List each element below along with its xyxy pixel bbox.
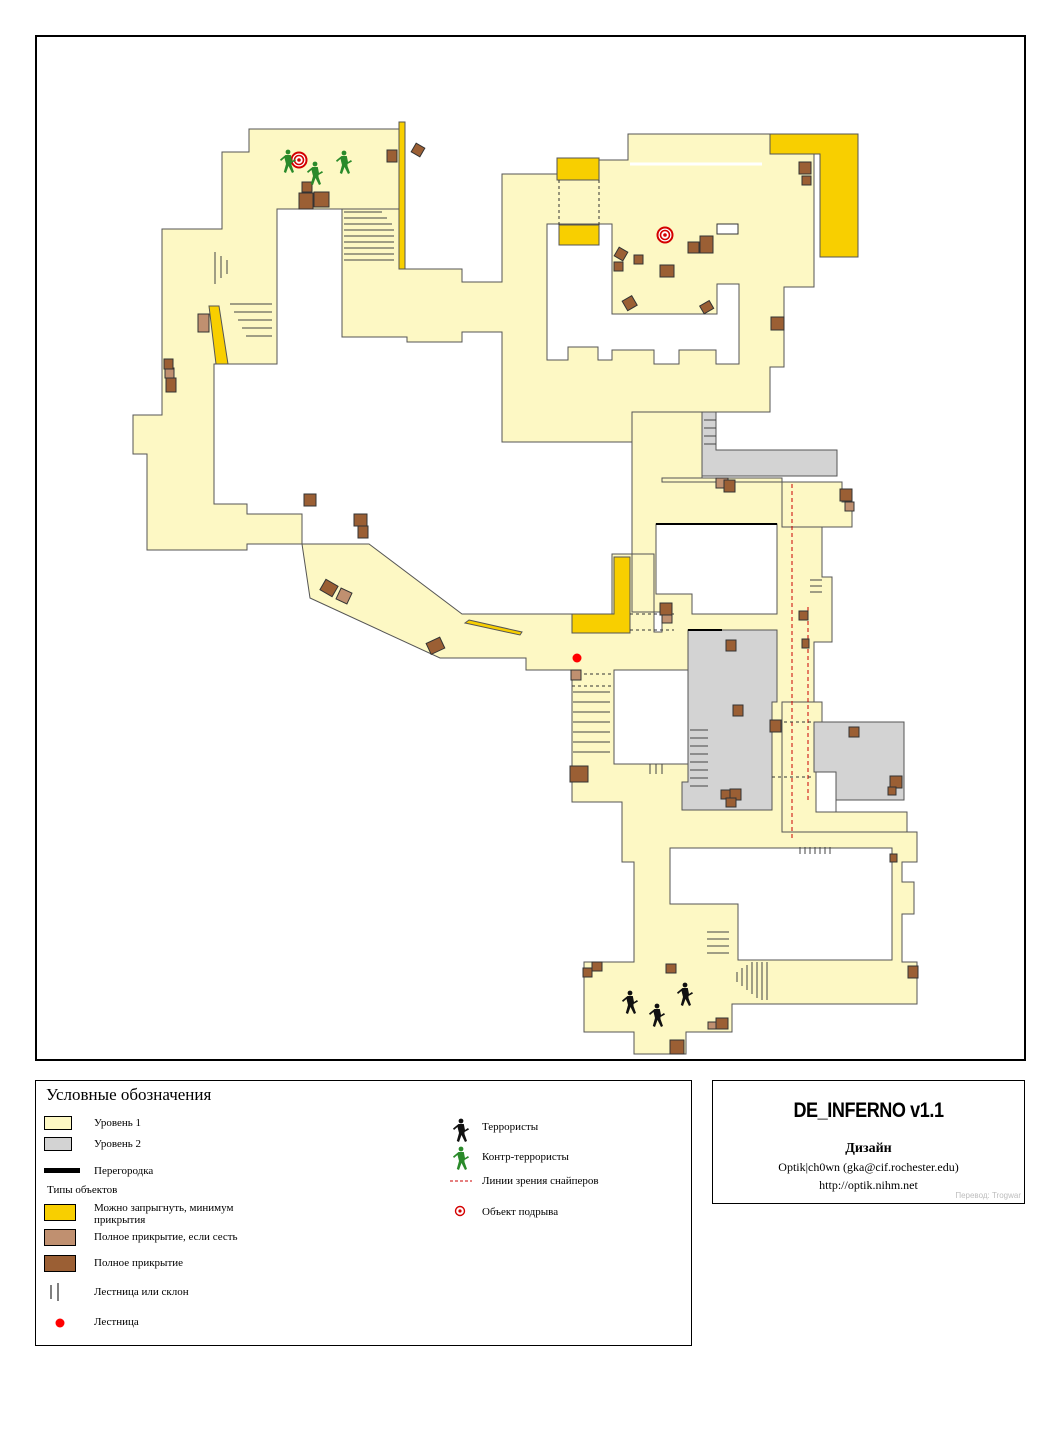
terrorists-label: Террористы — [482, 1121, 539, 1133]
counter-terrorists-label: Контр-террористы — [482, 1151, 569, 1163]
area-south-east — [781, 701, 908, 833]
jump-cover-label-line2: прикрытия — [94, 1214, 146, 1226]
walls — [630, 162, 777, 631]
wall-swatch — [44, 1168, 80, 1173]
jump-cover-label-line1: Можно запрыгнуть, минимум — [94, 1202, 234, 1214]
author-line: Optik|ch0wn (gka@cif.rochester.edu) — [778, 1160, 959, 1174]
area-south-plaza — [669, 847, 893, 961]
bomb-target-icon — [656, 226, 674, 244]
ladder-label: Лестница — [94, 1316, 139, 1328]
sniper-line-icon — [450, 1180, 472, 1182]
level1-floor — [132, 128, 918, 1055]
full-cover-label: Полное прикрытие — [94, 1257, 184, 1269]
stairs-label: Лестница или склон — [94, 1286, 189, 1298]
translation-credit: Перевод: Trogwar — [955, 1191, 1021, 1200]
full-covers — [163, 142, 919, 1055]
bomb-site-label: Объект подрыва — [482, 1206, 559, 1218]
stairs-icon — [50, 1283, 59, 1301]
level2-floor — [681, 411, 905, 811]
ladder-dot-icon — [572, 653, 582, 663]
credits-panel: DE_INFERNO v1.1 Дизайн Optik|ch0wn (gka@… — [712, 1080, 1025, 1204]
stairs-icon — [214, 211, 831, 1000]
area-north-west — [132, 128, 400, 551]
ladder-dot-icon — [55, 1318, 65, 1328]
legend-panel: Условные обозначения Уровень 1 Уровень 2… — [35, 1080, 692, 1346]
jump-covers — [208, 121, 859, 636]
jump-cover-label: Можно запрыгнуть, минимум прикрытия — [94, 1202, 233, 1226]
crouch-covers — [164, 313, 855, 1030]
design-label: Дизайн — [845, 1141, 892, 1156]
jump-cover-swatch — [44, 1204, 76, 1221]
map-title: DE_INFERNO v1.1 — [793, 1099, 944, 1122]
map-canvas — [132, 121, 919, 1055]
bomb-target-icon — [454, 1205, 466, 1217]
url-line: http://optik.nihm.net — [819, 1178, 918, 1192]
terrorist-icon — [453, 1118, 469, 1142]
level2-label: Уровень 2 — [94, 1138, 141, 1150]
legend-title: Условные обозначения — [46, 1085, 212, 1104]
crouch-cover-label: Полное прикрытие, если сесть — [94, 1231, 238, 1243]
level2-swatch — [44, 1137, 72, 1151]
map-frame — [35, 35, 1026, 1061]
full-cover-swatch — [44, 1255, 76, 1272]
sniper-lines-label: Линии зрения снайперов — [482, 1175, 599, 1187]
counter-terrorist-icon — [453, 1146, 469, 1170]
level1-swatch — [44, 1116, 72, 1130]
wall-label: Перегородка — [94, 1165, 154, 1177]
void-areas — [546, 223, 837, 813]
crouch-cover-swatch — [44, 1229, 76, 1246]
object-types-label: Типы объектов — [47, 1184, 118, 1196]
level1-label: Уровень 1 — [94, 1117, 141, 1129]
